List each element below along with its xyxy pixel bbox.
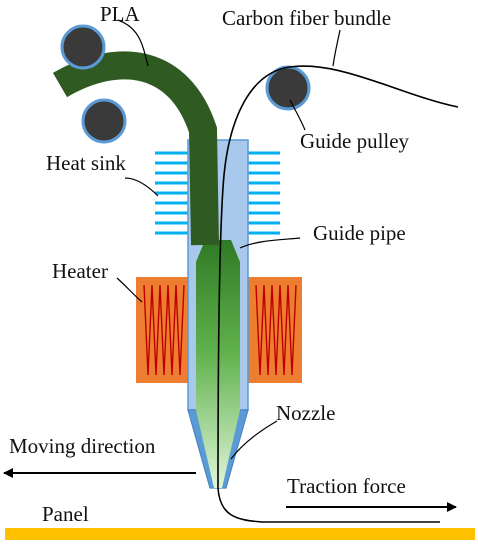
guide-pulley	[265, 65, 311, 111]
carbon-fiber-bundle	[217, 65, 459, 523]
leader-heat-sink	[124, 177, 159, 197]
label-moving-direction: Moving direction	[9, 434, 156, 458]
pla-pulley-bottom	[81, 98, 127, 144]
leader-carbon-fiber	[332, 29, 341, 67]
pla-filament	[52, 51, 219, 246]
leader-heater	[116, 277, 143, 303]
label-pla: PLA	[100, 2, 140, 26]
pla-pulley-top	[60, 24, 106, 70]
label-guide-pulley: Guide pulley	[300, 129, 410, 153]
label-nozzle: Nozzle	[276, 401, 336, 425]
label-heat-sink: Heat sink	[46, 151, 126, 175]
leader-pla	[117, 19, 149, 67]
panel-plate	[5, 528, 475, 540]
label-panel: Panel	[42, 502, 89, 526]
leader-guide-pipe	[239, 237, 301, 249]
leader-guide-pulley	[289, 99, 306, 131]
heat-sink-fins-left	[155, 151, 188, 235]
label-guide-pipe: Guide pipe	[313, 221, 406, 245]
heat-sink-fins-right	[246, 151, 280, 235]
leader-nozzle	[230, 420, 278, 460]
heater-coil-right	[255, 284, 297, 376]
label-traction-force: Traction force	[287, 474, 406, 498]
label-carbon-fiber-bundle: Carbon fiber bundle	[222, 6, 392, 30]
label-heater: Heater	[52, 259, 108, 283]
heater-coil-left	[143, 284, 185, 376]
